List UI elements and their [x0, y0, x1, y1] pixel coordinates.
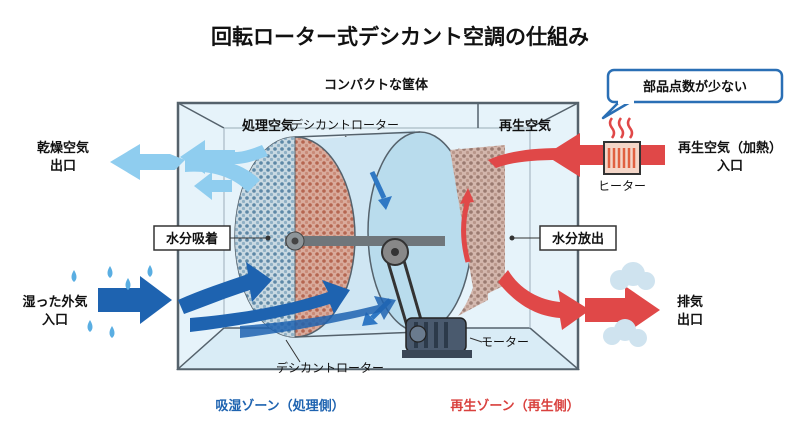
regen-air-in-label-1: 再生空気（加熱） — [678, 140, 782, 156]
dry-air-out-label-1: 乾燥空気 — [37, 140, 89, 156]
humid-air-in-label-2: 入口 — [42, 313, 68, 328]
belt-drive — [381, 238, 426, 337]
desiccant-rotor-top-label: デシカントローター — [291, 117, 399, 132]
dry-air-out-label-2: 出口 — [50, 158, 76, 174]
moisture-adsorb-box: 水分吸着 — [153, 225, 271, 251]
svg-text:水分放出: 水分放出 — [552, 231, 604, 247]
zone-regen-label: 再生ゾーン（再生側） — [450, 398, 579, 414]
humid-air-in-label-1: 湿った外気 — [22, 294, 87, 310]
motor-label: モーター — [481, 335, 529, 349]
svg-text:水分吸着: 水分吸着 — [166, 231, 218, 247]
zone-adsorb-label: 吸湿ゾーン（処理側） — [215, 398, 344, 414]
page-title: 回転ローター式デシカント空調の仕組み — [211, 25, 589, 49]
few-parts-text: 部品点数が少ない — [643, 79, 747, 95]
heater-coil-icon — [603, 141, 641, 175]
moisture-release-box: 水分放出 — [509, 225, 617, 251]
motor-icon — [402, 317, 472, 358]
few-parts-callout: 部品点数が少ない — [601, 68, 784, 120]
exhaust-label-2: 出口 — [677, 312, 703, 328]
exhaust-arrows — [498, 270, 660, 334]
humid-air-arrows — [98, 262, 396, 338]
steam-cloud-icon — [603, 262, 655, 347]
regen-air-label: 再生空気 — [499, 118, 551, 134]
regen-air-in-label-2: 入口 — [717, 159, 743, 174]
desiccant-rotor-bottom-label: デシカントローター — [276, 360, 384, 375]
heater-label: ヒーター — [598, 179, 646, 193]
compact-housing-label: コンパクトな筐体 — [324, 77, 429, 93]
exhaust-label-1: 排気 — [677, 294, 703, 310]
dry-air-arrows — [110, 140, 268, 200]
process-air-label: 処理空気 — [241, 118, 294, 134]
heat-wave-icon — [608, 117, 634, 139]
droplet-icon — [71, 265, 153, 338]
